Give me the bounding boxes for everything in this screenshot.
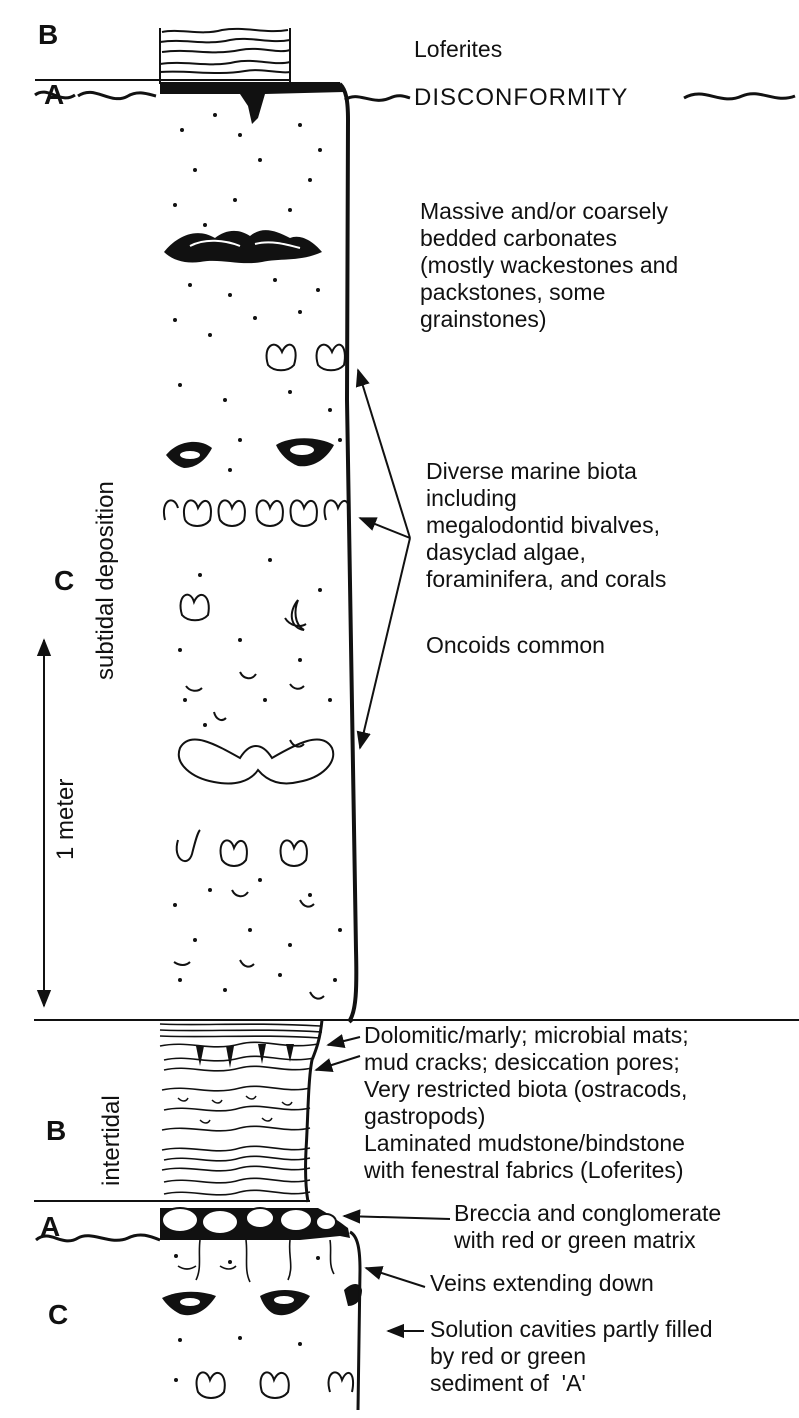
arrow-mud-cracks (316, 1056, 360, 1070)
lower-c-outline (350, 1232, 360, 1410)
wavy-line-left-top-2 (78, 92, 156, 98)
marine-biota-note: Diverse marine biota including megalodon… (426, 458, 666, 593)
large-bivalve (179, 739, 333, 783)
intertidal-description: Dolomitic/marly; microbial mats; mud cra… (364, 1022, 689, 1184)
wavy-line-right-top-2 (684, 94, 795, 99)
wavy-line-right-top (345, 96, 410, 101)
unit-label-c-lower: C (48, 1300, 68, 1330)
loferites-label: Loferites (414, 36, 502, 63)
cavity-fills (162, 438, 362, 1315)
intertidal-label: intertidal (98, 1095, 126, 1186)
unit-label-c-main: C (54, 566, 74, 596)
oncoids-note: Oncoids common (426, 632, 605, 659)
upper-b-laminated-block (160, 28, 290, 84)
unit-label-a-lower: A (40, 1212, 60, 1242)
unit-label-upper-b: B (38, 20, 58, 50)
megalodontid-bivalves (164, 345, 353, 1398)
unit-label-b-lower: B (46, 1116, 66, 1146)
massive-carbonates-note: Massive and/or coarsely bedded carbonate… (420, 198, 678, 333)
scale-bar-label: 1 meter (52, 779, 80, 860)
mud-crack-marks (196, 1044, 294, 1068)
disconformity-label: DISCONFORMITY (414, 84, 628, 111)
unit-c-column-outline (340, 84, 356, 1022)
breccia-note: Breccia and conglomerate with red or gre… (454, 1200, 721, 1254)
small-shells (174, 618, 324, 999)
veins-note: Veins extending down (430, 1270, 654, 1297)
unit-label-upper-a: A (44, 80, 64, 110)
unit-b-outline (306, 1020, 322, 1202)
subtidal-deposition-label: subtidal deposition (92, 481, 120, 680)
veins (178, 1240, 334, 1282)
unit-b-laminae (160, 1024, 322, 1195)
solution-cavities-note: Solution cavities partly filled by red o… (430, 1316, 713, 1397)
upper-disconformity-surface (160, 82, 344, 124)
